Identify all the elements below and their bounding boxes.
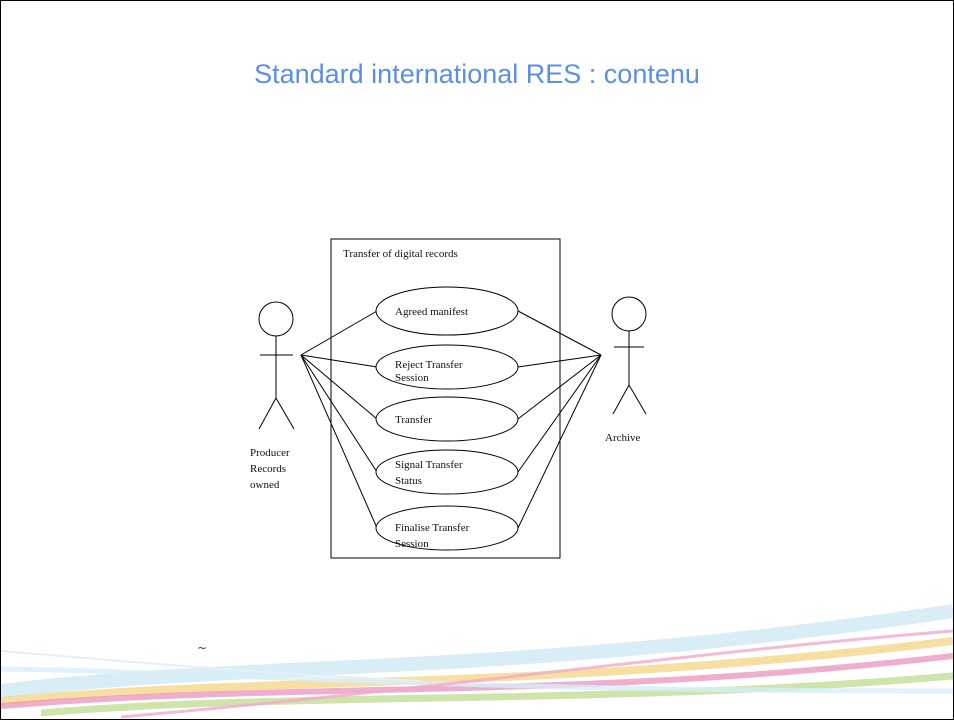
use-case-agreed-manifest	[375, 286, 519, 336]
actor-producer-label-line1: Producer	[250, 447, 290, 459]
use-case-transfer-label: Transfer	[395, 414, 432, 426]
use-case-signal-transfer-status	[375, 449, 519, 495]
use-case-finalise-label-line2: Session	[395, 538, 429, 550]
use-case-transfer	[375, 396, 519, 442]
actor-archive-label: Archive	[605, 432, 641, 444]
use-case-reject-label-line1: Reject Transfer	[395, 359, 463, 371]
associations-left	[300, 310, 378, 529]
use-case-finalise-transfer-session	[375, 505, 519, 551]
system-label: Transfer of digital records	[343, 248, 458, 260]
system-boundary	[330, 238, 561, 559]
use-case-signal-label-line1: Signal Transfer	[395, 459, 463, 471]
actor-producer	[258, 301, 295, 430]
actor-producer-label-line2: Records	[250, 463, 286, 475]
use-case-agreed-manifest-label: Agreed manifest	[395, 306, 468, 318]
slide-title: Standard international RES : contenu	[254, 59, 700, 89]
use-case-finalise-label-line1: Finalise Transfer	[395, 522, 470, 534]
tilde-mark: ~	[197, 641, 208, 655]
use-case-reject-transfer-session	[375, 344, 519, 390]
actor-producer-label-line3: owned	[250, 479, 280, 491]
associations-right	[517, 310, 602, 529]
use-case-signal-label-line2: Status	[395, 475, 422, 487]
decorative-wave	[1, 604, 953, 719]
use-case-reject-label-line2: Session	[395, 372, 429, 384]
actor-archive	[611, 296, 647, 415]
